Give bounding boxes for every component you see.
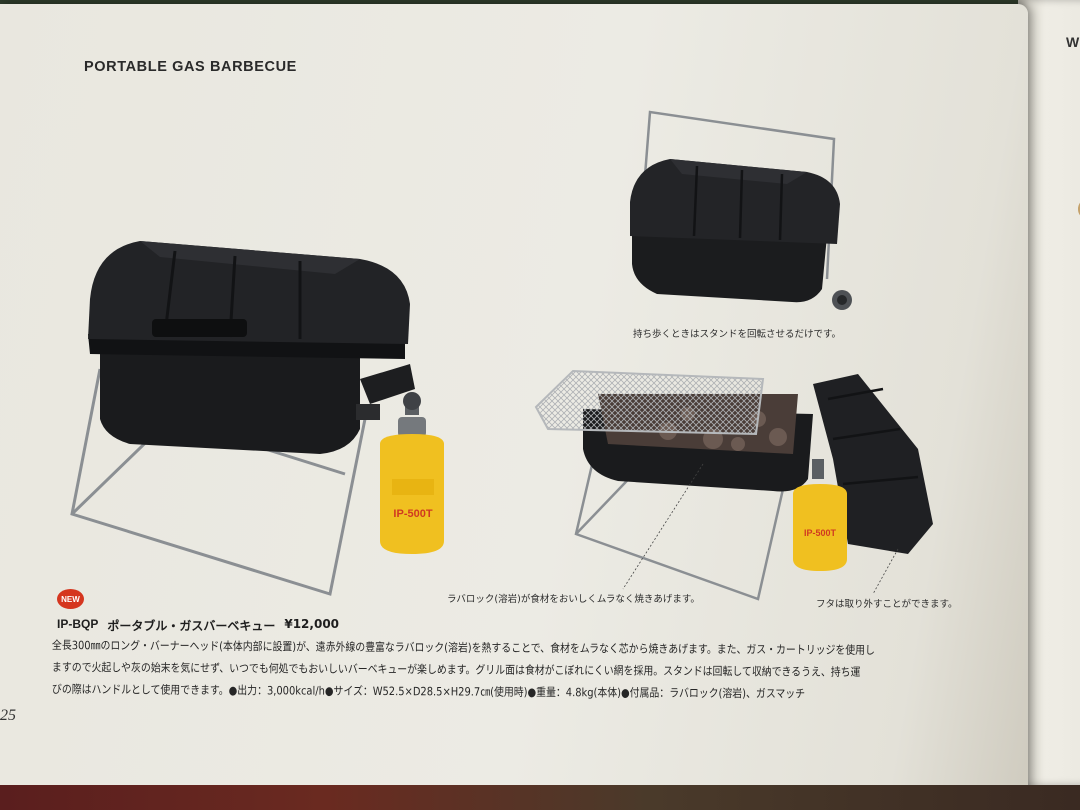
carry-grill-image — [630, 110, 852, 310]
product-price: ¥12,000 — [284, 617, 340, 631]
background-surface — [0, 785, 1080, 810]
cartridge-label: IP-500T — [393, 508, 432, 520]
catalog-page: PORTABLE GAS BARBECUE — [0, 4, 1028, 796]
product-code: IP-BQP — [57, 617, 99, 631]
new-badge: NEW — [57, 589, 84, 609]
next-page-image-fragment — [1078, 200, 1080, 218]
product-title-line: IP-BQP ポータブル・ガスバーベキュー ¥12,000 — [57, 617, 339, 634]
page-heading: PORTABLE GAS BARBECUE — [84, 59, 297, 75]
main-grill-image: IP-500T — [70, 241, 444, 596]
cartridge-label-open: IP-500T — [804, 528, 837, 538]
description-line-1: 全長300㎜のロング・バーナーヘッド(本体内部に設置)が、遠赤外線の豊富なラバロ… — [51, 638, 876, 658]
carry-caption: 持ち歩くときはスタンドを回転させるだけです。 — [633, 329, 842, 340]
lava-rock-caption: ラバロック(溶岩)が食材をおいしくムラなく焼きあげます。 — [447, 594, 700, 605]
next-page-heading-fragment: W — [1066, 34, 1080, 50]
product-name: ポータブル・ガスバーベキュー — [107, 619, 276, 633]
description-line-3: びの際はハンドルとして使用できます。●出力：3,000kcal/h●サイズ：W5… — [51, 682, 806, 701]
page-number: 25 — [0, 707, 16, 724]
lid-caption: フタは取り外すことができます。 — [816, 599, 958, 610]
next-page-edge: W — [1018, 0, 1080, 785]
open-grill-image: IP-500T — [534, 369, 933, 601]
description-line-2: ますので火起しや灰の始末を気にせず、いつでも何処でもおいしいバーベキューが楽しめ… — [51, 660, 861, 679]
